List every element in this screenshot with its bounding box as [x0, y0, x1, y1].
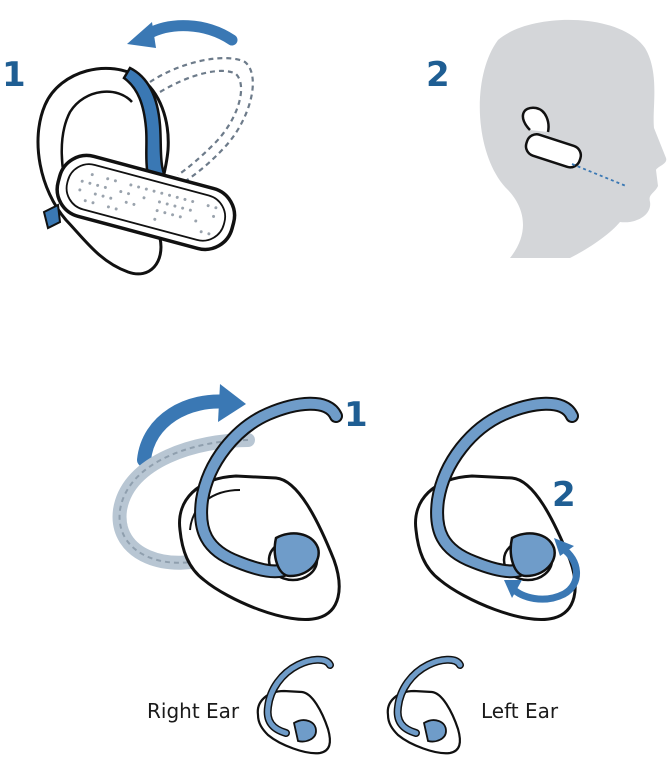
ear-loop-twist-illustration [404, 400, 594, 640]
head-silhouette [480, 20, 666, 258]
left-ear-caption: Left Ear [481, 701, 558, 721]
right-ear-configuration-illustration [250, 655, 340, 755]
head-profile-illustration [470, 18, 670, 263]
headset-on-ear-illustration [0, 0, 300, 300]
ear-loop-flip-illustration [108, 380, 368, 640]
right-ear-caption: Right Ear [147, 701, 239, 721]
rotate-back-arrow-icon [127, 22, 232, 48]
left-ear-configuration-illustration [384, 655, 474, 755]
top-step-2-number: 2 [426, 58, 450, 92]
